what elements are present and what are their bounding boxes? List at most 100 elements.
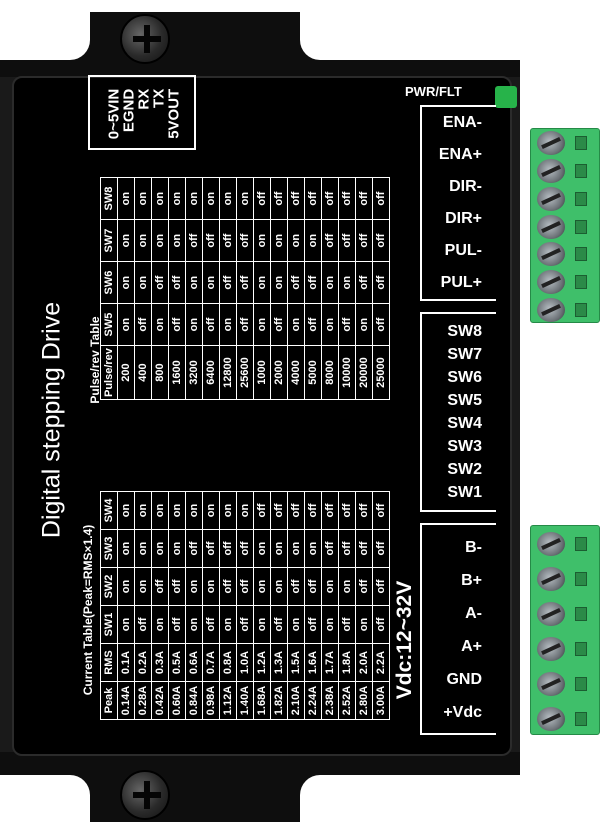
drive-title: Digital stepping Drive bbox=[37, 301, 66, 539]
table-cell: on bbox=[185, 491, 203, 530]
table-cell: on bbox=[253, 529, 271, 568]
table-cell: 1.5A bbox=[287, 643, 305, 682]
signal-box-line: TX bbox=[150, 88, 168, 108]
table-cell: on bbox=[219, 303, 237, 346]
table-cell: off bbox=[355, 567, 373, 606]
table-cell: off bbox=[372, 567, 390, 606]
power-label: B- bbox=[465, 539, 482, 556]
table-cell: on bbox=[321, 605, 339, 644]
table-cell: off bbox=[372, 529, 390, 568]
table-cell: on bbox=[202, 491, 220, 530]
table-cell: on bbox=[117, 567, 135, 606]
signal-label: DIR+ bbox=[445, 210, 482, 227]
table-cell: 8000 bbox=[321, 345, 339, 400]
table-cell: off bbox=[185, 529, 203, 568]
table-cell: 25600 bbox=[236, 345, 254, 400]
terminal-screw-icon[interactable] bbox=[537, 270, 565, 295]
table-cell: off bbox=[253, 491, 271, 530]
table-cell: on bbox=[117, 303, 135, 346]
table-cell: off bbox=[372, 219, 390, 262]
table-cell: off bbox=[321, 177, 339, 220]
table-header-cell: SW5 bbox=[100, 303, 118, 346]
table-cell: off bbox=[304, 177, 322, 220]
table-cell: off bbox=[355, 261, 373, 304]
table-cell: 1.12A bbox=[219, 681, 237, 720]
table-cell: on bbox=[236, 177, 254, 220]
signal-box-line: 5VOUT bbox=[165, 88, 183, 139]
terminal-screw-icon[interactable] bbox=[537, 601, 565, 626]
table-cell: 1.7A bbox=[321, 643, 339, 682]
table-header-cell: SW4 bbox=[100, 491, 118, 530]
table-cell: on bbox=[185, 567, 203, 606]
voltage-label: Vdc:12~32V bbox=[393, 580, 416, 700]
table-cell: off bbox=[304, 605, 322, 644]
table-cell: off bbox=[202, 605, 220, 644]
table-cell: on bbox=[270, 529, 288, 568]
table-cell: 2.38A bbox=[321, 681, 339, 720]
table-cell: on bbox=[117, 529, 135, 568]
table-cell: on bbox=[185, 261, 203, 304]
power-label: GND bbox=[446, 671, 482, 688]
table-header-cell: Peak bbox=[100, 681, 118, 720]
terminal-screw-icon[interactable] bbox=[537, 158, 565, 183]
table-cell: on bbox=[185, 605, 203, 644]
table-cell: off bbox=[134, 605, 152, 644]
table-cell: 1000 bbox=[253, 345, 271, 400]
switch-label: SW8 bbox=[447, 323, 482, 340]
signal-terminal-block[interactable] bbox=[530, 128, 600, 323]
terminal-screw-icon[interactable] bbox=[537, 636, 565, 661]
terminal-screw-icon[interactable] bbox=[537, 566, 565, 591]
terminal-screw-icon[interactable] bbox=[537, 531, 565, 556]
table-cell: 0.5A bbox=[168, 643, 186, 682]
table-cell: 25000 bbox=[372, 345, 390, 400]
table-cell: on bbox=[185, 303, 203, 346]
table-cell: on bbox=[355, 605, 373, 644]
table-cell: on bbox=[151, 491, 169, 530]
terminal-screw-icon[interactable] bbox=[537, 671, 565, 696]
power-terminal-block[interactable] bbox=[530, 525, 600, 735]
terminal-hole bbox=[575, 191, 587, 206]
terminal-screw-icon[interactable] bbox=[537, 706, 565, 731]
signal-label: PUL- bbox=[444, 242, 482, 259]
table-cell: 4000 bbox=[287, 345, 305, 400]
table-header-cell: SW8 bbox=[100, 177, 118, 220]
table-cell: on bbox=[168, 219, 186, 262]
table-cell: 5000 bbox=[304, 345, 322, 400]
table-cell: 800 bbox=[151, 345, 169, 400]
table-cell: 2.24A bbox=[304, 681, 322, 720]
table-cell: on bbox=[202, 261, 220, 304]
table-cell: off bbox=[202, 219, 220, 262]
terminal-screw-icon[interactable] bbox=[537, 242, 565, 267]
terminal-screw-icon[interactable] bbox=[537, 298, 565, 323]
table-cell: 0.42A bbox=[151, 681, 169, 720]
terminal-screw-icon[interactable] bbox=[537, 214, 565, 239]
terminal-screw-icon[interactable] bbox=[537, 130, 565, 155]
table-header-cell: SW6 bbox=[100, 261, 118, 304]
table-cell: 0.14A bbox=[117, 681, 135, 720]
table-cell: off bbox=[202, 303, 220, 346]
table-cell: off bbox=[372, 303, 390, 346]
table-cell: on bbox=[117, 491, 135, 530]
table-cell: on bbox=[117, 219, 135, 262]
table-cell: 1.0A bbox=[236, 643, 254, 682]
switch-label: SW3 bbox=[447, 438, 482, 455]
table-cell: off bbox=[219, 261, 237, 304]
power-label: A+ bbox=[461, 638, 482, 655]
terminal-screw-icon[interactable] bbox=[537, 186, 565, 211]
table-cell: 0.8A bbox=[219, 643, 237, 682]
table-cell: 200 bbox=[117, 345, 135, 400]
power-label: B+ bbox=[461, 572, 482, 589]
